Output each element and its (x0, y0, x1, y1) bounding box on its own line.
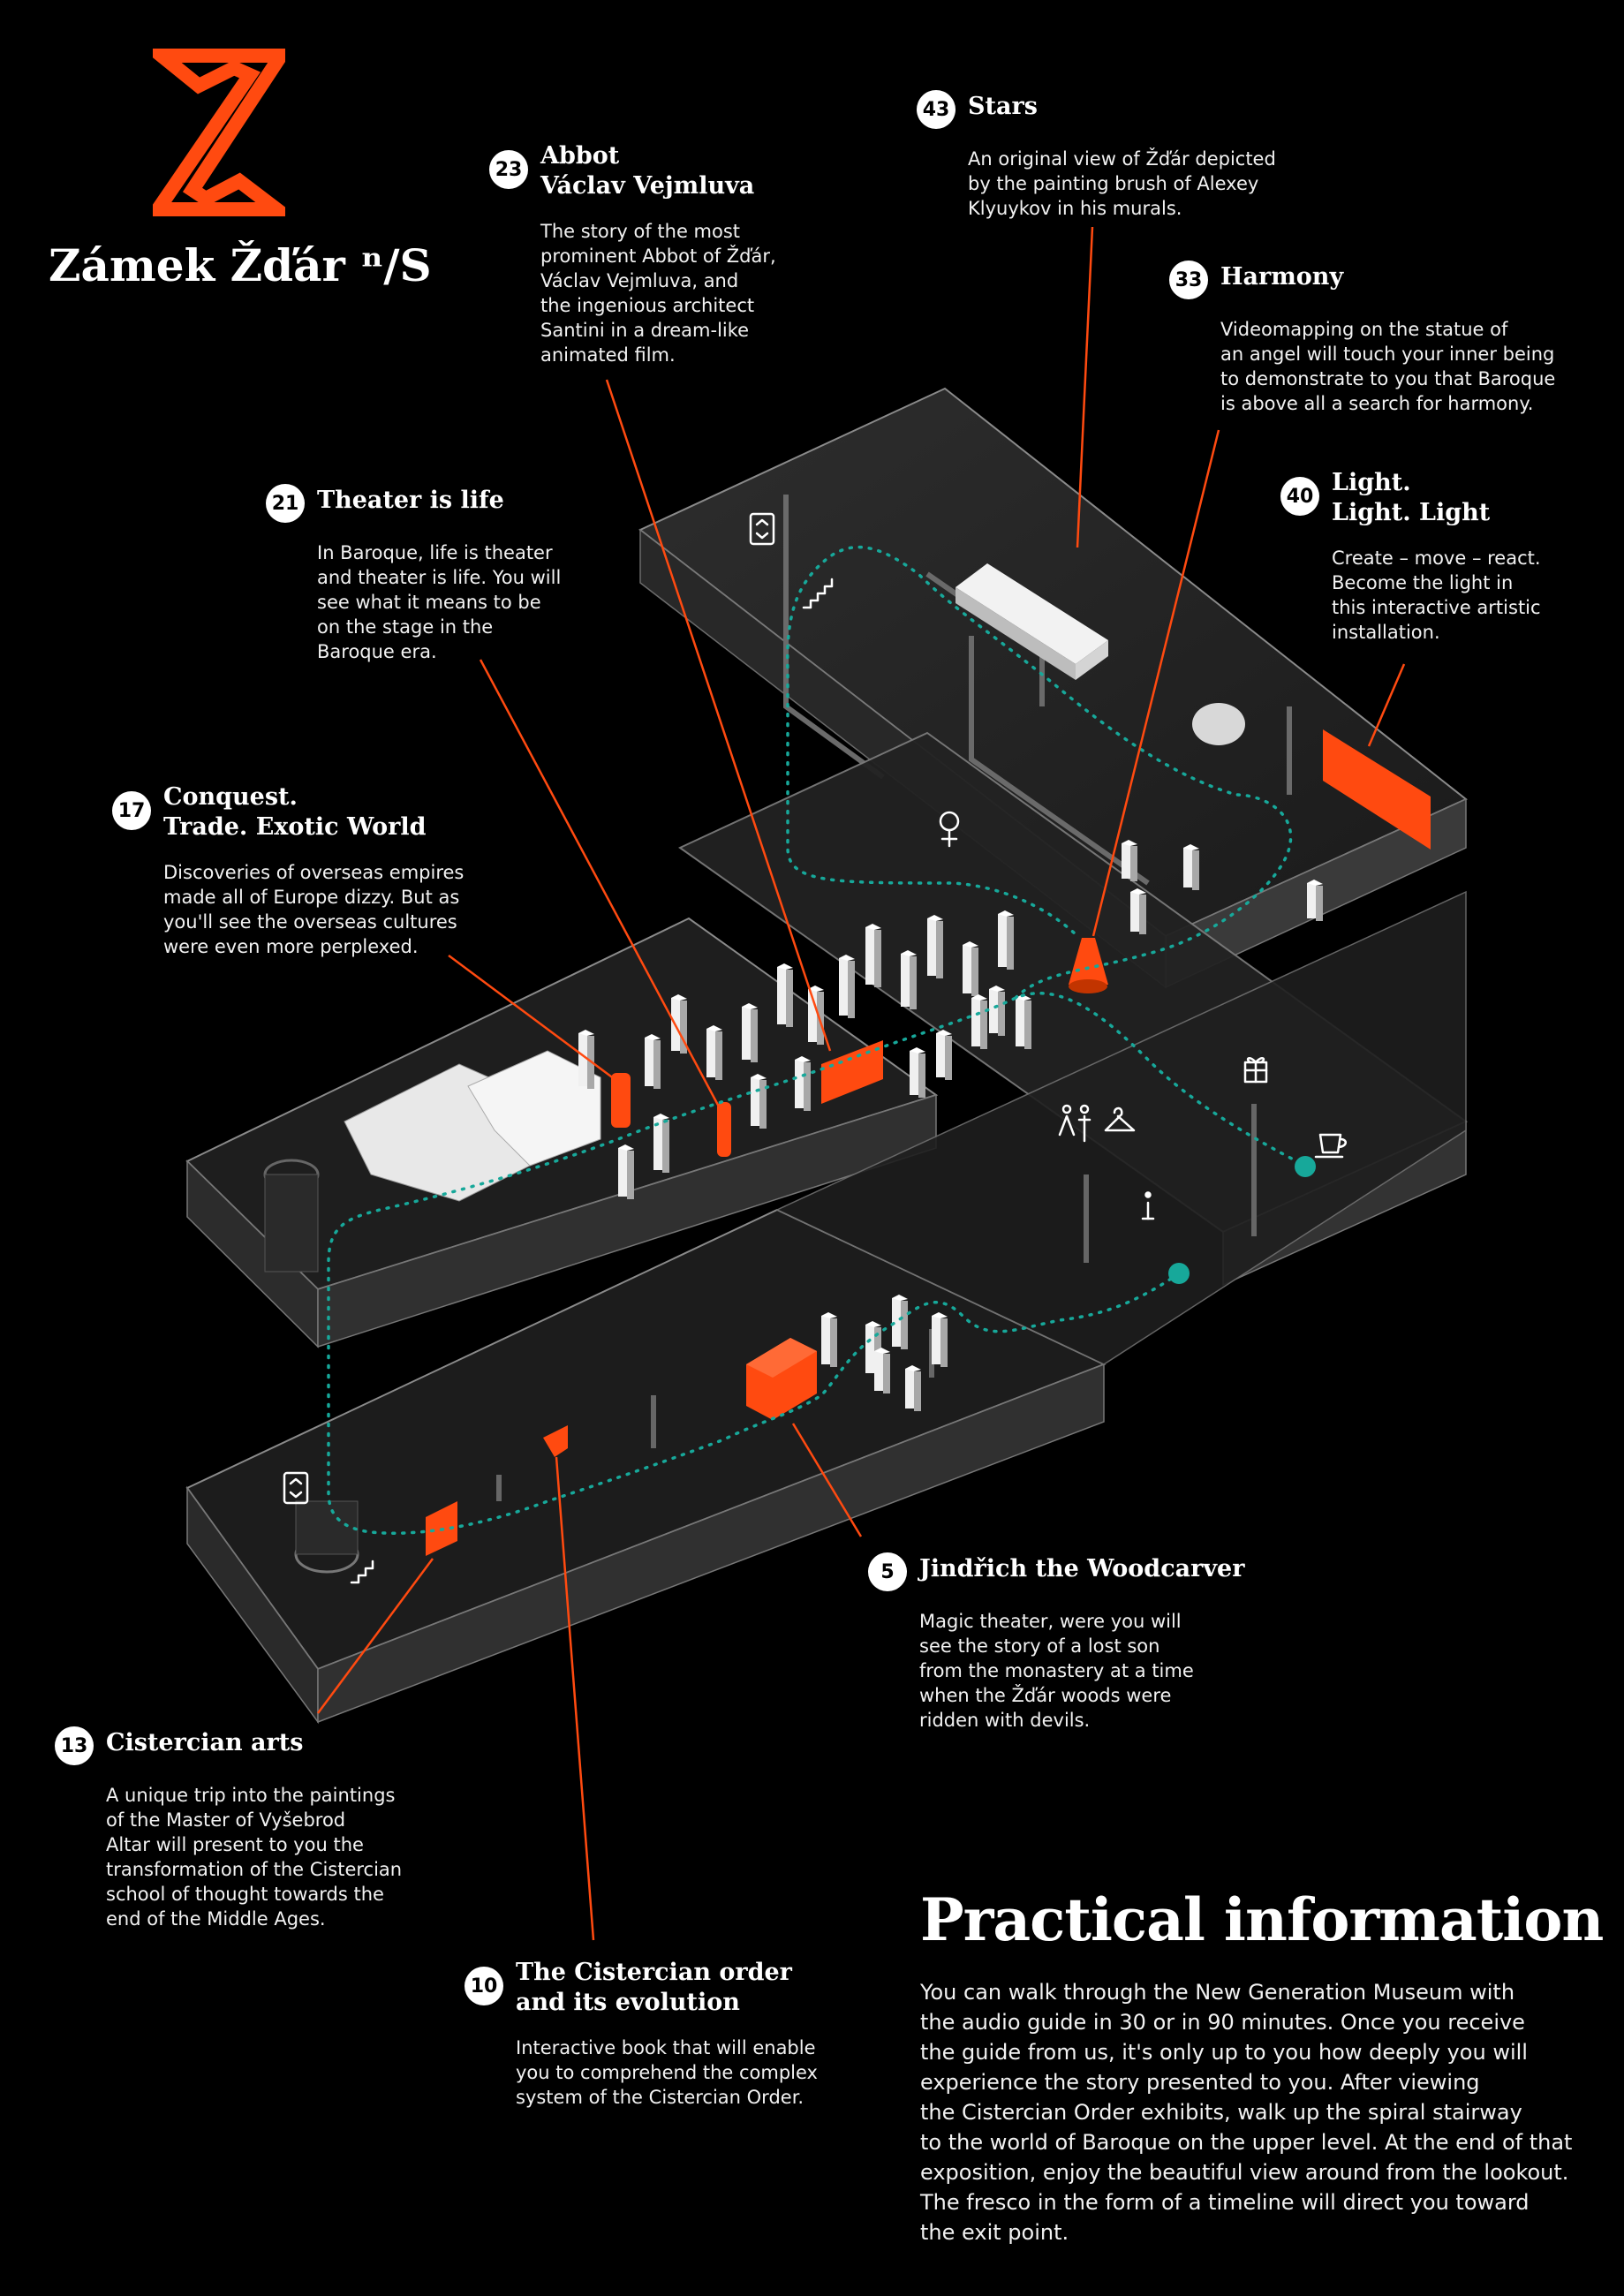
white-column (795, 1056, 811, 1111)
callout-title: Harmony (1220, 263, 1344, 291)
callout-17-conquest: 17 Conquest. Trade. Exotic World Discover… (112, 781, 464, 959)
white-column (892, 1295, 908, 1349)
white-column (1016, 994, 1031, 1049)
callout-number: 40 (1280, 477, 1319, 516)
white-column (653, 1114, 669, 1173)
practical-information: Practical information You can walk throu… (920, 1885, 1604, 2247)
angel-statue (1069, 938, 1108, 993)
callout-number: 21 (266, 484, 305, 523)
callout-title: Cistercian arts (106, 1729, 304, 1756)
callout-33-harmony: 33 Harmony Videomapping on the statue of … (1169, 261, 1555, 416)
stairs-icon (350, 1560, 374, 1584)
visitor-route (327, 545, 1316, 1535)
gift-shop-icon (1243, 1057, 1268, 1084)
white-column (989, 986, 1005, 1036)
white-column (618, 1144, 634, 1199)
white-column (927, 915, 943, 978)
cloakroom-icon (1104, 1106, 1136, 1132)
white-column (1183, 844, 1199, 890)
white-column (839, 955, 855, 1018)
white-column (645, 1034, 661, 1089)
callout-description: Videomapping on the statue of an angel w… (1220, 319, 1556, 414)
callout-13-cistercian-arts: 13 Cistercian arts A unique trip into the… (55, 1726, 402, 1931)
callout-title: Theater is life (317, 487, 504, 514)
white-column (901, 950, 917, 1009)
white-column (706, 1025, 722, 1080)
elevator-icon (283, 1471, 309, 1505)
end-point-icon (1295, 1156, 1316, 1177)
brand-logo: Zámek Žďár ⁿ/S (49, 49, 432, 291)
white-column (821, 1312, 837, 1367)
white-column (1130, 888, 1146, 934)
callout-10-cistercian-order: 10 The Cistercian order and its evolution… (465, 1956, 818, 2110)
white-column (910, 1047, 925, 1098)
white-column (905, 1365, 921, 1411)
callout-title: Abbot Václav Vejmluva (540, 142, 755, 200)
callout-number: 5 (868, 1552, 907, 1591)
callout-5-woodcarver: 5 Jindřich the Woodcarver Magic theater, … (868, 1552, 1244, 1733)
callout-40-light: 40 Light. Light. Light Create – move – re… (1280, 466, 1541, 645)
leader-lines (316, 226, 1406, 1941)
white-column (742, 1003, 758, 1062)
callout-description: Interactive book that will enable you to… (516, 2037, 818, 2108)
callout-description: Create – move – react. Become the light … (1332, 548, 1541, 643)
white-column (874, 1348, 890, 1393)
callout-43-stars: 43 Stars An original view of Žďár depicte… (917, 90, 1276, 221)
white-column (751, 1074, 767, 1129)
info-icon (1141, 1191, 1155, 1220)
white-column (777, 963, 793, 1027)
white-column (998, 910, 1014, 970)
callout-description: A unique trip into the paintings of the … (106, 1785, 403, 1930)
start-point-icon (1168, 1263, 1190, 1284)
callout-description: An original view of Žďár depicted by the… (968, 148, 1276, 219)
callout-title: Stars (968, 93, 1038, 120)
logo-z-icon (153, 49, 285, 216)
white-column (971, 994, 987, 1049)
audio-guide-icon (939, 811, 960, 848)
white-column (865, 924, 881, 987)
elevator-icon (749, 512, 775, 546)
callout-title: Light. Light. Light (1332, 469, 1491, 526)
practical-heading: Practical information (920, 1885, 1604, 1954)
callout-number: 23 (489, 150, 528, 189)
callout-title: Conquest. Trade. Exotic World (163, 783, 427, 841)
callout-number: 13 (55, 1726, 94, 1765)
white-columns (578, 840, 1323, 1411)
white-column (932, 1312, 948, 1367)
cafe-icon (1314, 1133, 1347, 1159)
callout-number: 17 (112, 791, 151, 830)
callout-number: 33 (1169, 261, 1208, 299)
practical-body: You can walk through the New Generation … (920, 1980, 1573, 2245)
callout-description: Magic theater, were you will see the sto… (919, 1611, 1194, 1731)
callout-number: 10 (465, 1967, 503, 2005)
callout-description: The story of the most prominent Abbot of… (540, 221, 776, 366)
callout-21-theater: 21 Theater is life In Baroque, life is th… (266, 484, 561, 664)
brand-name: Zámek Žďár ⁿ/S (49, 239, 432, 291)
callout-title: Jindřich the Woodcarver (919, 1555, 1245, 1582)
white-column (936, 1030, 952, 1080)
callout-number: 43 (917, 90, 956, 129)
stairs-icon (802, 578, 834, 609)
toilets-icon (1058, 1104, 1091, 1143)
callout-title: The Cistercian order and its evolution (516, 1959, 792, 2016)
white-column (1122, 840, 1137, 881)
callout-description: In Baroque, life is theater and theater … (317, 542, 562, 662)
callout-23-abbot: 23 Abbot Václav Vejmluva The story of the… (489, 140, 776, 367)
white-column (1307, 880, 1323, 921)
white-column (963, 941, 978, 996)
callout-description: Discoveries of overseas empires made all… (163, 862, 465, 957)
